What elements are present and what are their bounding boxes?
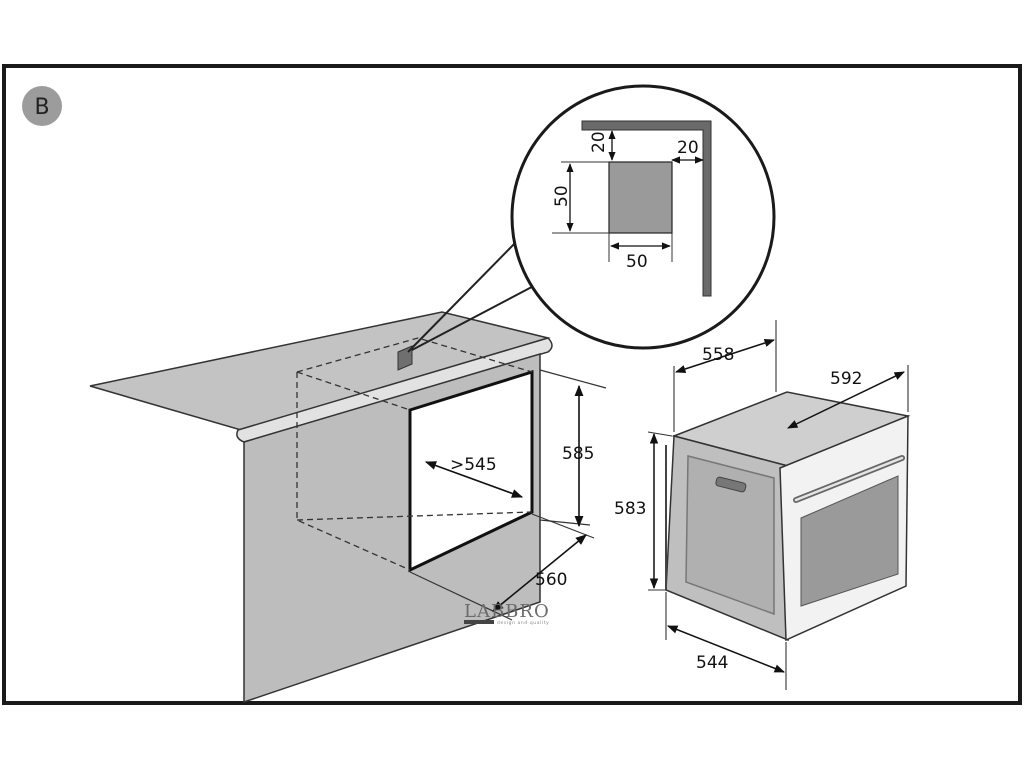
niche-depth-label: >545 — [450, 455, 497, 475]
oven-width-label: 592 — [830, 369, 862, 389]
detail-offset-side-label: 20 — [677, 138, 699, 158]
detail-height-label: 50 — [552, 185, 572, 207]
detail-callout: 20 20 50 50 — [510, 84, 776, 350]
oven-drawing: 558 592 583 544 — [614, 320, 911, 690]
niche-width-label: 560 — [535, 570, 567, 590]
detail-width-label: 50 — [626, 252, 648, 272]
niche-height-label: 585 — [562, 444, 594, 464]
brand-logo-name: LABBRO — [464, 601, 550, 622]
brand-logo-tagline: design and quality — [497, 620, 549, 626]
detail-offset-top-label: 20 — [589, 131, 609, 153]
oven-window — [800, 475, 899, 607]
brand-logo: LABBRO design and quality — [464, 601, 550, 626]
detail-cutout — [608, 161, 673, 234]
oven-height-label: 583 — [614, 499, 646, 519]
section-badge: B — [22, 86, 62, 126]
oven-depth-bottom-label: 544 — [696, 653, 728, 673]
cabinet-drawing: >545 585 560 — [89, 237, 607, 704]
section-badge-label: B — [34, 95, 49, 120]
oven-depth-top-label: 558 — [702, 345, 734, 365]
